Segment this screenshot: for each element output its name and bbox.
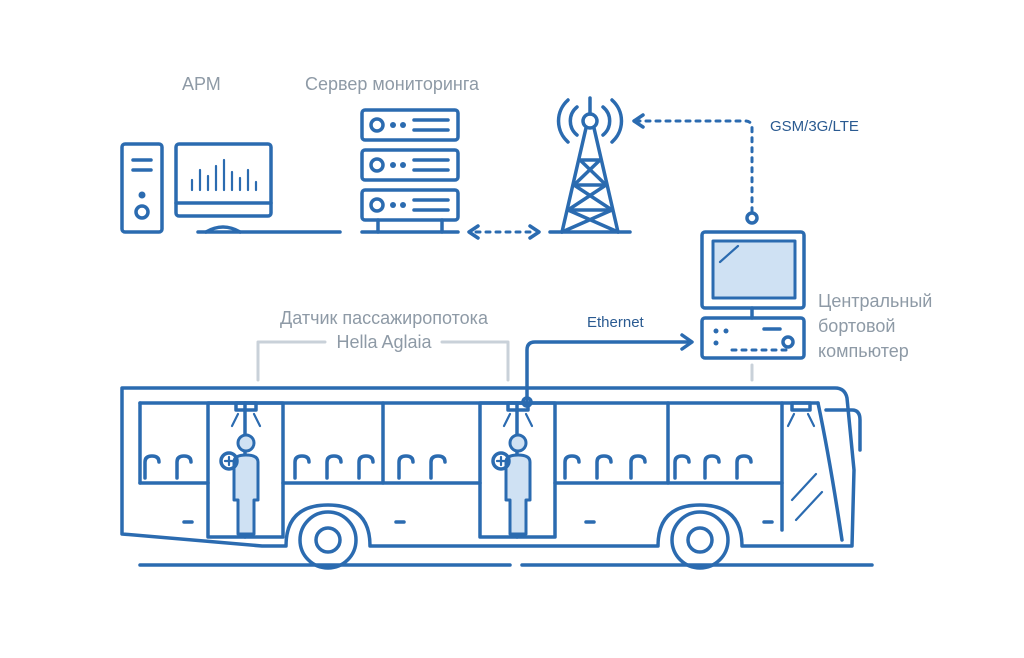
sensor-icon xyxy=(230,396,816,428)
passenger-icon xyxy=(219,433,532,536)
server-rack-icon xyxy=(360,108,460,234)
sensor-label-line1: Датчик пассажиропотока xyxy=(280,308,488,328)
ethernet-link xyxy=(525,333,694,402)
computer-label-line3: компьютер xyxy=(818,341,909,361)
computer-label-line1: Центральный xyxy=(818,291,933,311)
ethernet-label: Ethernet xyxy=(587,314,644,331)
computer-label-line2: бортовой xyxy=(818,316,896,336)
server-tower-link xyxy=(467,224,541,240)
workstation-icon xyxy=(120,142,342,234)
gsm-label: GSM/3G/LTE xyxy=(770,118,859,135)
onboard-computer-icon xyxy=(700,230,806,382)
sensor-leader xyxy=(256,340,510,382)
arm-label: АРМ xyxy=(182,74,221,94)
sensor-label-line2: Hella Aglaia xyxy=(336,332,432,352)
antenna-tower-icon xyxy=(548,96,632,234)
gsm-link xyxy=(632,113,759,225)
server-label: Сервер мониторинга xyxy=(305,74,480,94)
